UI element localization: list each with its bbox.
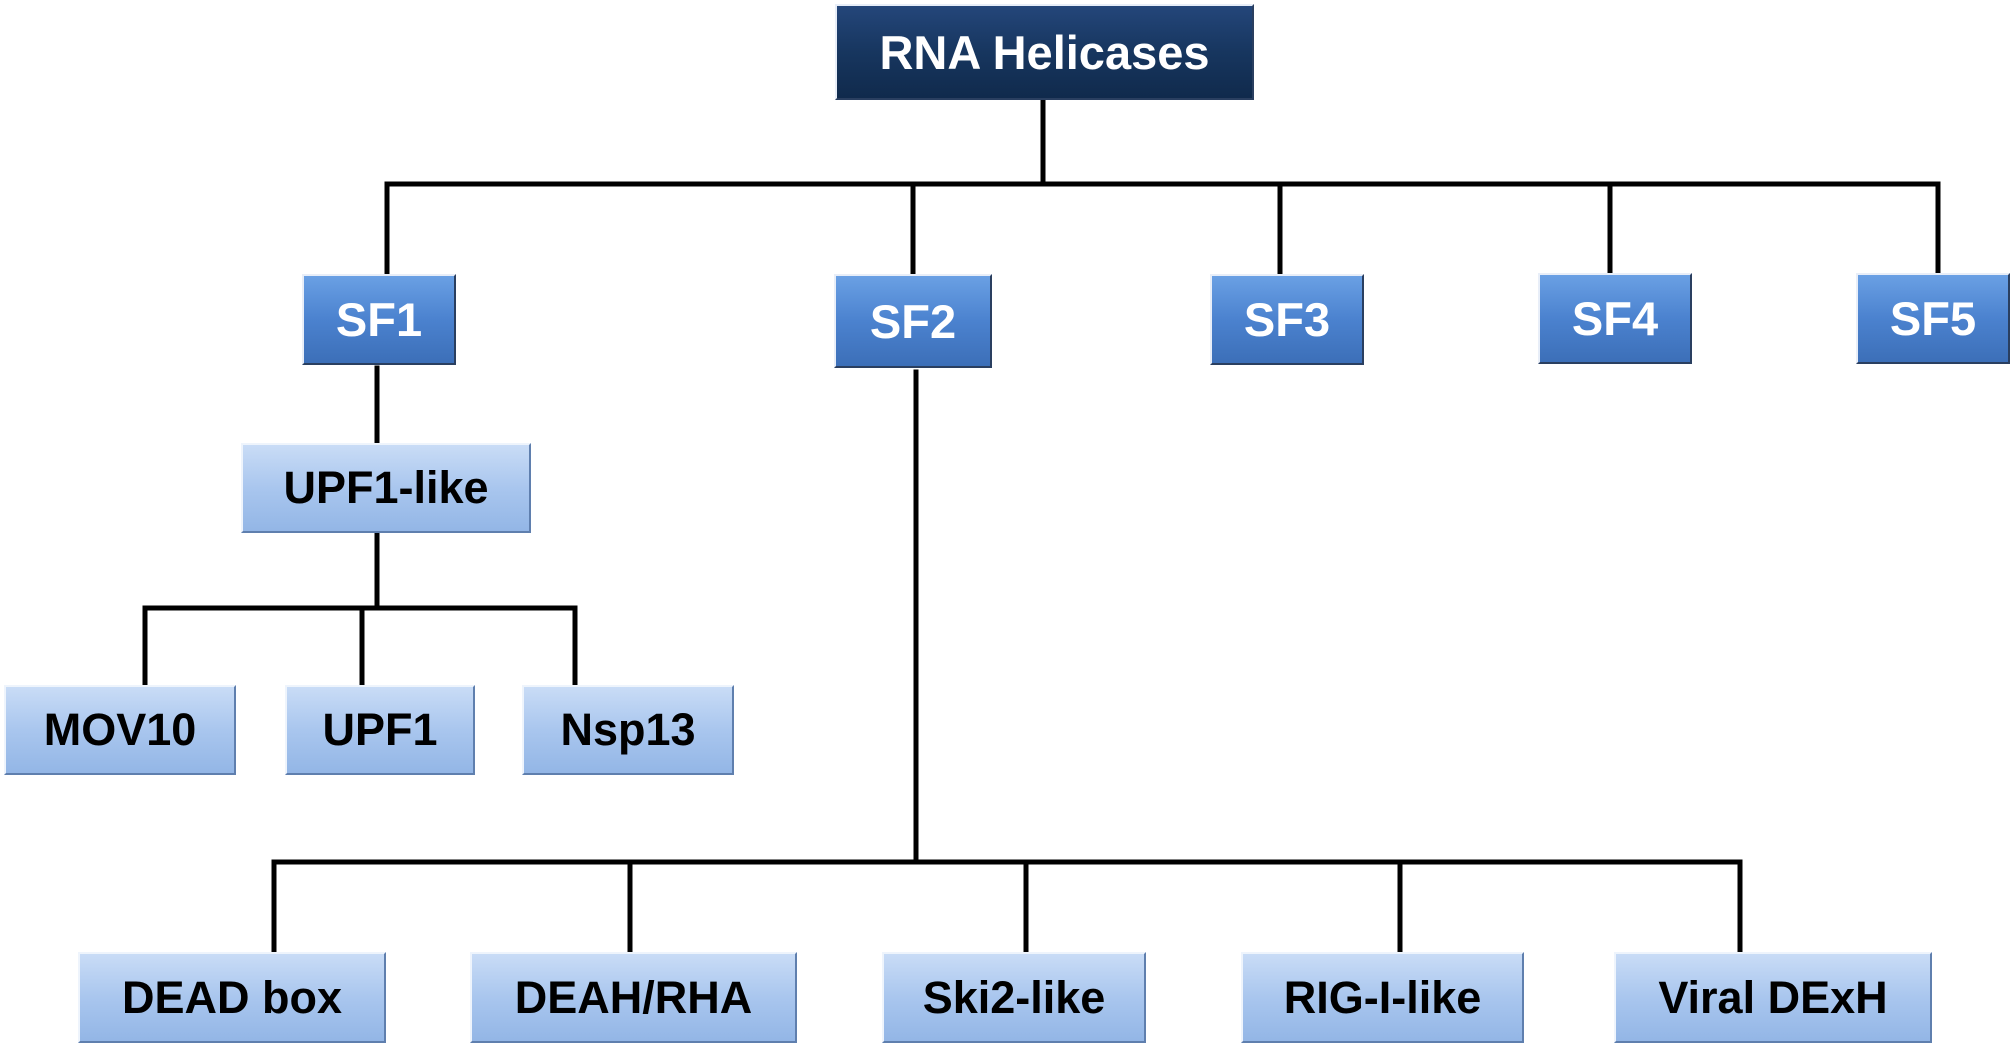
ski2-like-node: Ski2-like — [882, 952, 1146, 1043]
dead-box-node: DEAD box — [78, 952, 386, 1043]
sf5-node: SF5 — [1856, 273, 2010, 364]
rig-i-like-node: RIG-I-like — [1241, 952, 1524, 1043]
nsp13-node: Nsp13 — [522, 685, 734, 775]
sf3-node: SF3 — [1210, 274, 1364, 365]
deah-rha-node: DEAH/RHA — [470, 952, 797, 1043]
sf1-node: SF1 — [302, 274, 456, 365]
viral-dexh-node: Viral DExH — [1614, 952, 1932, 1043]
root-node: RNA Helicases — [835, 4, 1254, 100]
sf2-node: SF2 — [834, 274, 992, 368]
sf4-node: SF4 — [1538, 273, 1692, 364]
upf1-node: UPF1 — [285, 685, 475, 775]
mov10-node: MOV10 — [4, 685, 236, 775]
upf1-like-node: UPF1-like — [241, 443, 531, 533]
